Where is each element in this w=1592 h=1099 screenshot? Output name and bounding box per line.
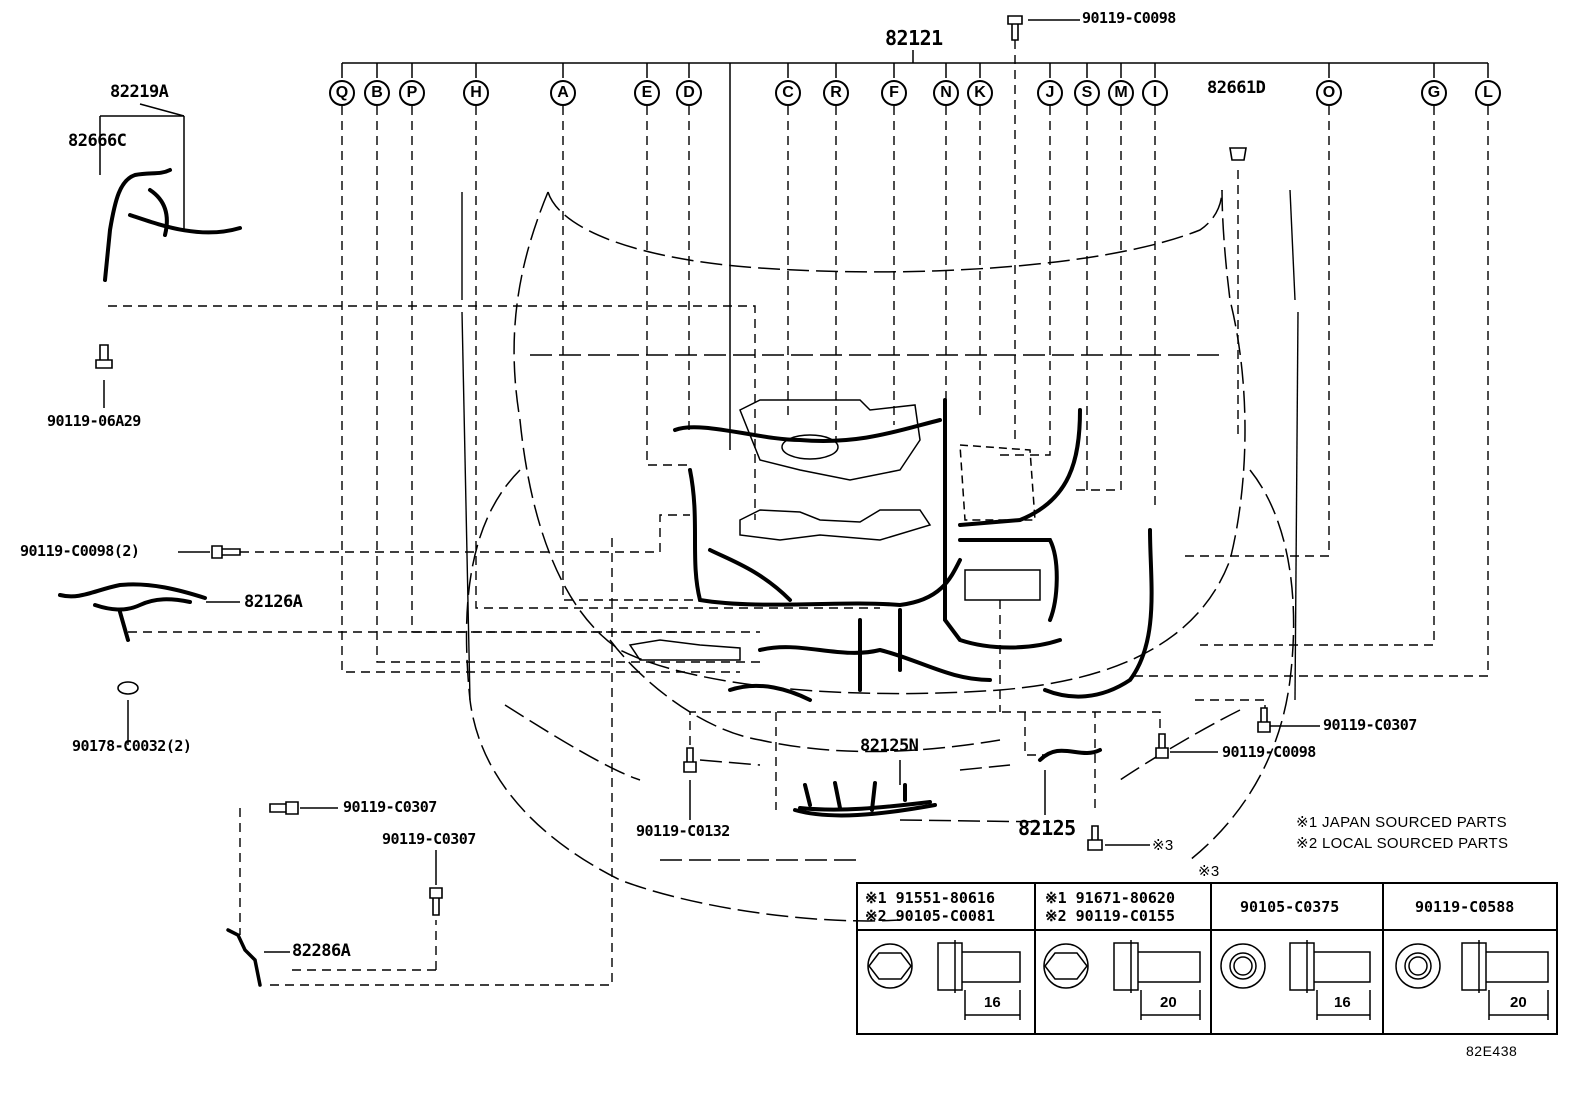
car-body-outline: [465, 189, 1295, 922]
bolt-length-2: 20: [1160, 994, 1177, 1011]
clip-letter-r: R: [823, 80, 849, 106]
part-number-82666C: 82666C: [68, 131, 127, 151]
part-leader-lines: [99, 19, 1320, 953]
harness-82125N-sketch: [793, 781, 937, 818]
bolt-table-col4-line1: 90119-C0588: [1415, 898, 1515, 916]
part-number-90119-C0098-2: 90119-C0098(2): [20, 542, 140, 560]
part-number-90119-C0098-top: 90119-C0098: [1082, 9, 1176, 27]
bolt-length-3: 16: [1334, 994, 1351, 1011]
clip-letter-j: J: [1037, 80, 1063, 106]
clip-letter-m: M: [1108, 80, 1134, 106]
clip-letter-k: K: [967, 80, 993, 106]
part-number-90119-C0132: 90119-C0132: [636, 822, 730, 840]
clip-letter-e: E: [634, 80, 660, 106]
note-marker-3-table: ※3: [1198, 863, 1220, 880]
bolt-table-col1-line1: ※1 91551-80616: [865, 889, 995, 907]
clip-letter-q: Q: [329, 80, 355, 106]
clip-leader-lines: [108, 40, 1489, 986]
part-number-82125N: 82125N: [860, 736, 919, 756]
harness-82126A-sketch: [58, 582, 207, 642]
clip-letter-n: N: [933, 80, 959, 106]
bolt-table-col2-line1: ※1 91671-80620: [1045, 889, 1175, 907]
clip-letter-f: F: [881, 80, 907, 106]
part-number-82661D: 82661D: [1207, 78, 1266, 98]
part-number-82125: 82125: [1018, 816, 1076, 840]
clip-letter-p: P: [399, 80, 425, 106]
part-number-90119-C0307-a: 90119-C0307: [343, 798, 437, 816]
clip-letter-b: B: [364, 80, 390, 106]
clip-letter-d: D: [676, 80, 702, 106]
bolt-icons: [95, 15, 1271, 916]
fender-lines: [461, 189, 1299, 701]
clip-letter-h: H: [463, 80, 489, 106]
harness-82286A-sketch: [226, 928, 262, 987]
part-number-82286A: 82286A: [292, 941, 351, 961]
clip-letter-c: C: [775, 80, 801, 106]
clip-letter-o: O: [1316, 80, 1342, 106]
part-number-82121: 82121: [885, 26, 943, 50]
harness-82219A-sketch: [103, 168, 242, 282]
clip-letter-s: S: [1074, 80, 1100, 106]
engine-harness-sketch: [673, 398, 1154, 812]
drawing-code: 82E438: [1466, 1043, 1518, 1059]
bolt-table-col2-line2: ※2 90119-C0155: [1045, 907, 1175, 925]
clip-letter-a: A: [550, 80, 576, 106]
part-number-90119-C0307-right: 90119-C0307: [1323, 716, 1417, 734]
note-marker-3: ※3: [1152, 837, 1174, 854]
bolt-length-4: 20: [1510, 994, 1527, 1011]
part-number-82126A: 82126A: [244, 592, 303, 612]
engine-block-outline: [628, 399, 1041, 661]
bolt-table-col3-line1: 90105-C0375: [1240, 898, 1340, 916]
clip-letter-i: I: [1142, 80, 1168, 106]
part-number-90119-C0098-right: 90119-C0098: [1222, 743, 1316, 761]
part-number-90119-06A29: 90119-06A29: [47, 412, 141, 430]
part-number-90119-C0307-b: 90119-C0307: [382, 830, 476, 848]
clip-letter-l: L: [1475, 80, 1501, 106]
bolt-table: [856, 882, 1558, 1035]
part-number-90178-C0032-2: 90178-C0032(2): [72, 737, 192, 755]
bolt-table-drawings: [867, 940, 1549, 1020]
clip-letter-g: G: [1421, 80, 1447, 106]
bolt-table-col1-line2: ※2 90105-C0081: [865, 907, 995, 925]
main-harness-bracket: [341, 50, 1489, 450]
note-japan-sourced: ※1 JAPAN SOURCED PARTS: [1296, 814, 1507, 831]
bolt-length-1: 16: [984, 994, 1001, 1011]
note-local-sourced: ※2 LOCAL SOURCED PARTS: [1296, 835, 1509, 852]
part-number-82219A: 82219A: [110, 82, 169, 102]
